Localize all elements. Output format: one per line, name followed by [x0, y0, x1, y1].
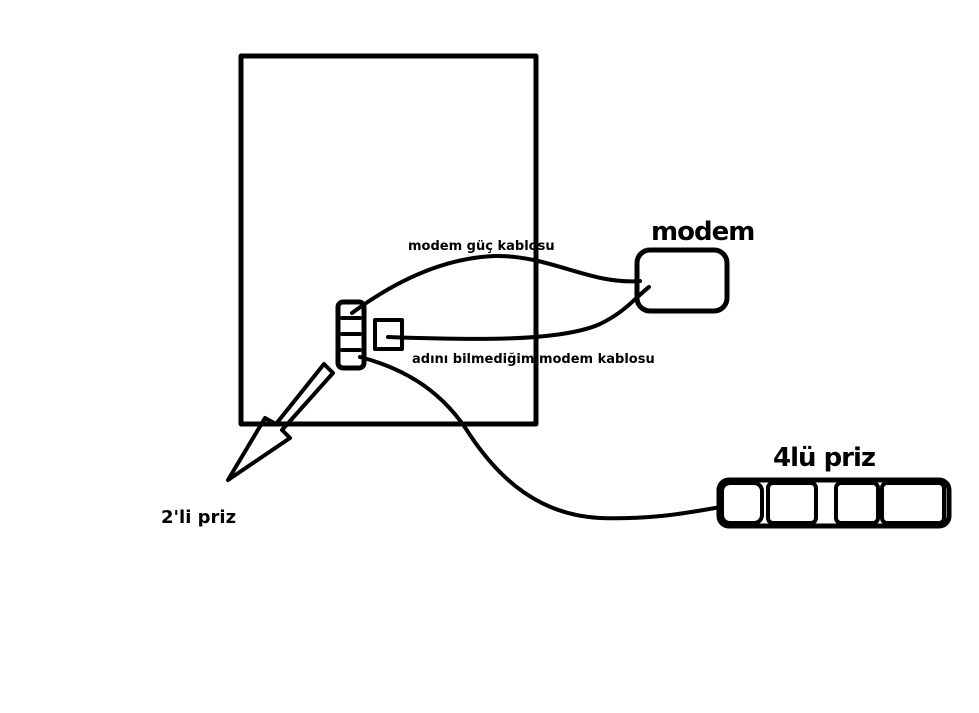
- outlet-arrow: [226, 362, 335, 482]
- unknown-cable-label: adını bilmediğim modem kablosu: [412, 352, 655, 367]
- modem-port: [373, 318, 404, 351]
- strip-cable: [358, 355, 724, 521]
- modem-box: [634, 247, 730, 314]
- computer-case: [238, 53, 539, 427]
- power-cable-label: modem güç kablosu: [408, 239, 555, 254]
- strip-4-label: 4lü priz: [773, 443, 875, 473]
- psu-connector: [335, 299, 367, 371]
- unknown-modem-cable: [386, 285, 651, 341]
- power-strip-4: [716, 477, 952, 529]
- modem-power-cable: [350, 253, 642, 315]
- outlet-2-label: 2'li priz: [161, 507, 236, 528]
- modem-title: modem: [651, 217, 754, 247]
